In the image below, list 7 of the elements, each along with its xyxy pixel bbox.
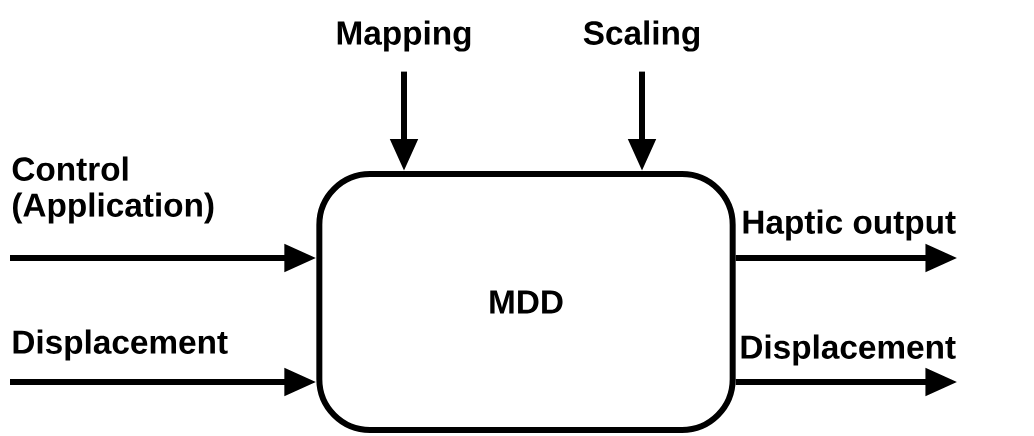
signal-label: Haptic output xyxy=(743,209,956,241)
process-box: MDD xyxy=(316,171,736,433)
signal-label: Control (Application) xyxy=(12,156,214,224)
signal-label: Displacement xyxy=(741,334,956,366)
signal-label: Displacement xyxy=(13,329,228,361)
signal-label: Mapping xyxy=(337,20,471,52)
signal-label: Scaling xyxy=(583,20,700,52)
